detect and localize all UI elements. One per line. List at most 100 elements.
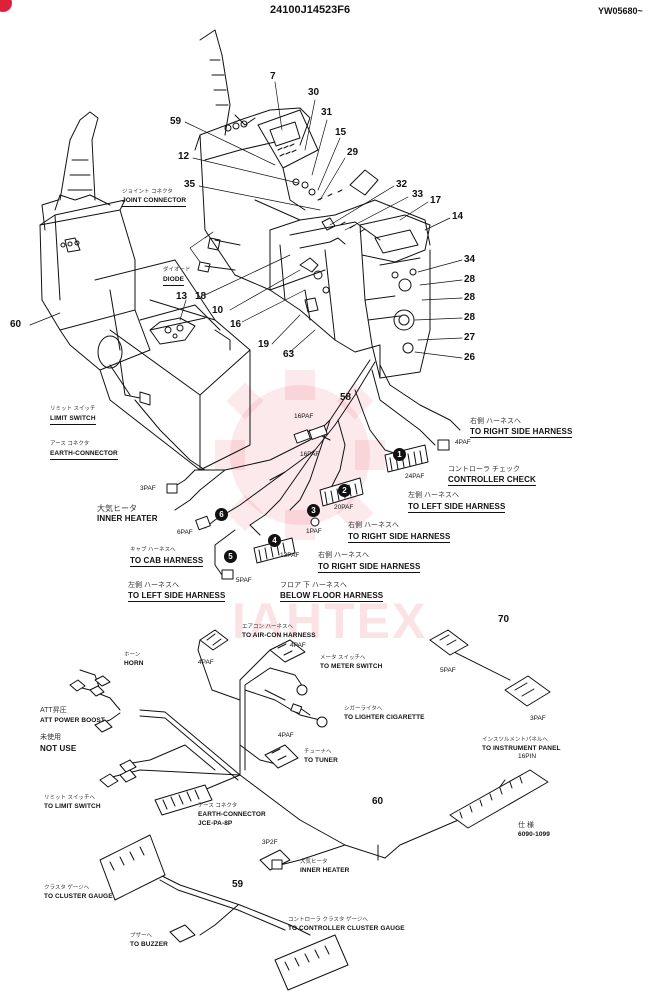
inner-heater-jp: 大気ヒータ <box>97 504 137 513</box>
connector-16pin: 16PIN <box>518 753 537 760</box>
callout-12: 12 <box>178 151 190 162</box>
callout-15: 15 <box>335 127 347 138</box>
earth-connector-b-jp: アース コネクタ <box>198 803 238 809</box>
callout-17: 17 <box>430 195 442 206</box>
harness-badge-2: 2 <box>338 484 351 497</box>
to-air-con-harness-jp: エアコン ハーネスへ <box>242 624 294 630</box>
connector-3p2f: 3P2F <box>262 839 278 846</box>
limit-switch-jp: リミット スイッチ <box>50 406 96 412</box>
callout-33: 33 <box>412 189 424 200</box>
to-right-side-harness-c-label: TO RIGHT SIDE HARNESS <box>318 562 421 573</box>
callout-7: 7 <box>270 71 276 82</box>
to-cab-harness-label: TO CAB HARNESS <box>130 556 204 567</box>
lower-connectors <box>69 629 551 991</box>
earth-connector-b-label: EARTH-CONNECTOR <box>198 811 266 818</box>
horn-jp: ホーン <box>124 652 141 658</box>
callout-59: 59 <box>170 116 182 127</box>
harness-badge-5: 5 <box>224 550 237 563</box>
callout-31: 31 <box>321 107 333 118</box>
watermark-text: IAHTEX <box>232 593 428 649</box>
corner-mark <box>0 0 12 12</box>
inner-heater-b-label: INNER HEATER <box>300 867 350 874</box>
to-right-side-harness-c-jp: 右側 ハーネスへ <box>318 552 369 559</box>
to-cab-harness-jp: キャブ ハーネスへ <box>130 547 176 553</box>
upper-connectors <box>166 425 450 580</box>
callout-60-b: 60 <box>372 796 384 807</box>
part-number: 6090-1099 <box>518 831 550 838</box>
to-instrument-panel-label: TO INSTRUMENT PANEL <box>482 745 561 752</box>
connector-3paf: 3PAF <box>140 485 156 492</box>
att-power-boost-jp: ATT昇圧 <box>40 707 67 714</box>
connector-6paf: 6PAF <box>177 529 193 536</box>
controller-check-label: CONTROLLER CHECK <box>448 475 536 486</box>
connector-4paf-b: 4PAF <box>198 659 214 666</box>
inner-heater-label: INNER HEATER <box>97 514 158 523</box>
callout-35: 35 <box>184 179 196 190</box>
callout-19: 19 <box>258 339 270 350</box>
serial-range: YW05680~ <box>598 6 643 16</box>
not-use-jp: 未使用 <box>40 734 61 741</box>
callout-59-b: 59 <box>232 879 244 890</box>
callout-13: 13 <box>176 291 188 302</box>
connector-16paf-a: 16PAF <box>294 413 314 420</box>
callout-32: 32 <box>396 179 408 190</box>
to-air-con-harness-label: TO AIR-CON HARNESS <box>242 632 316 639</box>
callout-28-a: 28 <box>464 274 476 285</box>
controller-check-jp: コントローラ チェック <box>448 466 520 473</box>
harness-badge-4: 4 <box>268 534 281 547</box>
callout-70: 70 <box>498 614 510 625</box>
to-buzzer-label: TO BUZZER <box>130 941 168 948</box>
connector-5paf-b: 5PAF <box>440 667 456 674</box>
to-right-side-harness-b-label: TO RIGHT SIDE HARNESS <box>348 532 451 543</box>
callout-34: 34 <box>464 254 476 265</box>
connector-16paf-b: 16PAF <box>300 451 320 458</box>
to-instrument-panel-jp: インスツルメントパネルへ <box>482 737 548 743</box>
callout-18: 18 <box>195 291 207 302</box>
to-left-side-harness-a-label: TO LEFT SIDE HARNESS <box>128 591 226 602</box>
to-buzzer-jp: ブザーへ <box>130 933 153 939</box>
to-cluster-gauge-label: TO CLUSTER GAUGE <box>44 893 113 900</box>
to-right-side-harness-a-jp: 右側 ハーネスへ <box>470 418 521 425</box>
callout-29: 29 <box>347 147 359 158</box>
callout-63: 63 <box>283 349 295 360</box>
diode-jp: ダイオード <box>163 267 191 273</box>
spec-jp: 仕 様 <box>518 822 534 829</box>
earth-connector-part: JCE-PA-8P <box>198 820 233 827</box>
earth-connector-label: EARTH-CONNECTOR <box>50 450 118 460</box>
harness-badge-6: 6 <box>215 508 228 521</box>
att-power-boost-label: ATT POWER BOOST <box>40 717 105 724</box>
connector-4paf-c: 4PAF <box>290 642 306 649</box>
to-controller-cluster-gauge-label: TO CONTROLLER CLUSTER GAUGE <box>288 925 405 932</box>
harness-badge-1: 1 <box>393 448 406 461</box>
horn-label: HORN <box>124 660 144 667</box>
callout-27: 27 <box>464 332 476 343</box>
inner-heater-b-jp: 大気ヒータ <box>300 859 328 865</box>
connector-24paf: 24PAF <box>405 473 425 480</box>
callout-28-b: 28 <box>464 292 476 303</box>
to-lighter-cigarette-jp: シガーライタへ <box>344 706 383 712</box>
to-left-side-harness-a-jp: 左側 ハーネスへ <box>128 582 179 589</box>
leader-lines <box>29 81 463 359</box>
callout-60-a: 60 <box>10 319 22 330</box>
callout-14: 14 <box>452 211 464 222</box>
lower-harness <box>69 639 511 936</box>
callout-16: 16 <box>230 319 242 330</box>
to-right-side-harness-b-jp: 右側 ハーネスへ <box>348 522 399 529</box>
diode-label: DIODE <box>163 276 185 286</box>
earth-connector-jp: アース コネクタ <box>50 441 90 447</box>
harness-badge-3: 3 <box>307 504 320 517</box>
below-floor-harness-label: BELOW FLOOR HARNESS <box>280 591 384 602</box>
joint-connector-jp: ジョイント コネクタ <box>122 189 173 195</box>
callout-28-c: 28 <box>464 312 476 323</box>
to-right-side-harness-a-label: TO RIGHT SIDE HARNESS <box>470 427 573 438</box>
to-tuner-label: TO TUNER <box>304 757 338 764</box>
connector-13paf: 13PAF <box>280 552 300 559</box>
not-use-label: NOT USE <box>40 744 77 753</box>
connector-3paf-b: 3PAF <box>530 715 546 722</box>
to-limit-switch-label: TO LIMIT SWITCH <box>44 803 101 810</box>
upper-harness <box>109 359 461 576</box>
connector-4paf-a: 4PAF <box>455 439 471 446</box>
below-floor-harness-jp: フロア 下 ハーネスへ <box>280 582 347 589</box>
callout-26: 26 <box>464 352 476 363</box>
